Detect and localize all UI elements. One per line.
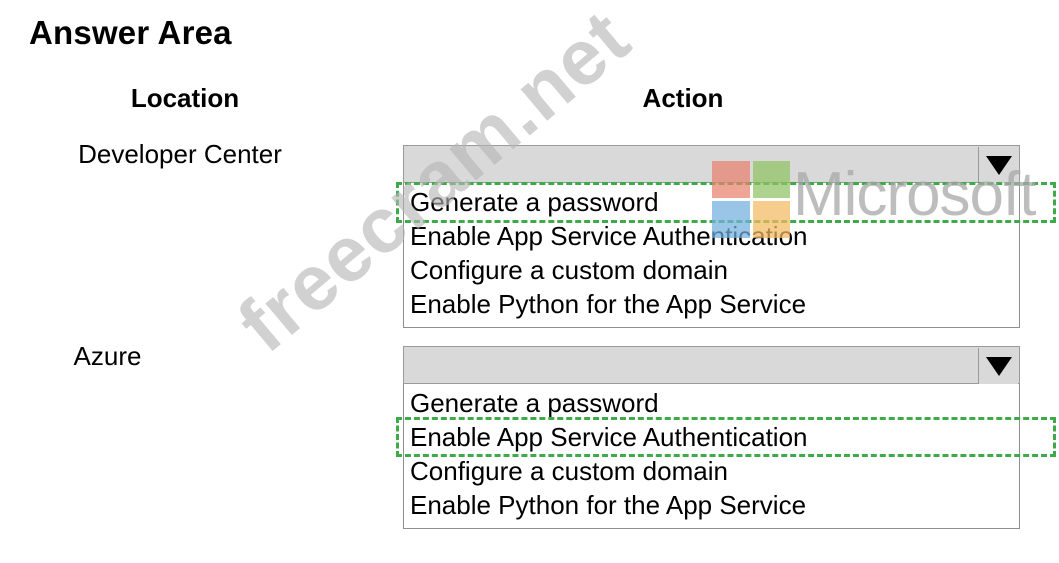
dropdown-azure-list[interactable]: Generate a password Enable App Service A… [403, 384, 1020, 529]
dropdown-azure[interactable]: Generate a password Enable App Service A… [403, 346, 1020, 529]
chevron-down-icon[interactable] [978, 348, 1018, 384]
page-title: Answer Area [29, 14, 232, 51]
dropdown-option[interactable]: Configure a custom domain [410, 255, 728, 285]
column-header-location: Location [130, 83, 240, 113]
dropdown-developer-center-list[interactable]: Generate a password Enable App Service A… [403, 183, 1020, 328]
dropdown-option[interactable]: Generate a password [410, 187, 659, 217]
dropdown-option[interactable]: Configure a custom domain [410, 456, 728, 486]
location-label-developer-center: Developer Center [78, 139, 282, 169]
dropdown-option[interactable]: Enable App Service Authentication [410, 221, 808, 251]
column-header-action: Action [642, 83, 724, 113]
dropdown-option[interactable]: Enable App Service Authentication [410, 422, 808, 452]
dropdown-option[interactable]: Generate a password [410, 388, 659, 418]
dropdown-azure-control[interactable] [403, 346, 1020, 384]
dropdown-option[interactable]: Enable Python for the App Service [410, 289, 807, 319]
dropdown-developer-center[interactable]: Generate a password Enable App Service A… [403, 145, 1020, 328]
caret-shape [985, 155, 1012, 175]
dropdown-option[interactable]: Enable Python for the App Service [410, 490, 807, 520]
caret-shape [985, 356, 1012, 376]
chevron-down-icon[interactable] [978, 147, 1018, 183]
dropdown-developer-center-control[interactable] [403, 145, 1020, 183]
location-label-azure: Azure [73, 341, 142, 371]
